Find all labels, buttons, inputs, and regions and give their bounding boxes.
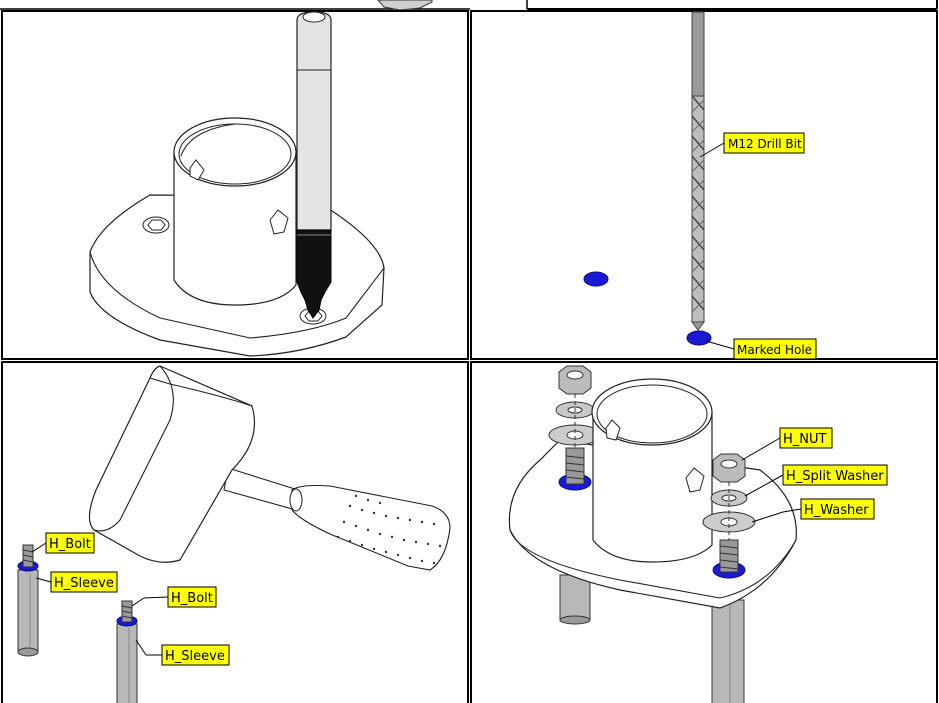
anchor-left [17,544,39,657]
drill-bit-icon [691,11,705,331]
marker-pen-icon [296,11,332,319]
callout-bolt-2: H_Bolt [131,586,217,608]
nut-fragment-icon [377,0,433,11]
panel-assembly: H_NUT H_Split Washer H_Washer [470,361,938,703]
callout-sleeve-1: H_Sleeve [35,571,118,593]
right-hardware-stack [702,453,756,579]
previous-step-strip [0,0,938,11]
split-washer-label: H_Split Washer [786,469,884,484]
sleeve-label-2: H_Sleeve [165,649,225,664]
callout-drill-bit: M12 Drill Bit [699,132,805,158]
anchor-right [116,600,138,703]
assembly-tube-slot-left [605,419,621,441]
washer-label: H_Washer [804,503,869,518]
assembly-tube-slot-right [685,467,705,493]
nut-label: H_NUT [783,432,827,447]
callout-bolt-1: H_Bolt [31,532,95,554]
assembly-tube [592,411,713,563]
marked-hole-label: Marked Hole [737,343,812,357]
panel-drilling: M12 Drill Bit Marked Hole [470,10,938,360]
callout-sleeve-2: H_Sleeve [135,639,230,666]
drill-bit-label: M12 Drill Bit [728,137,802,151]
callout-washer: H_Washer [751,498,875,523]
tube-slot-right [269,209,289,235]
callout-nut: H_NUT [741,427,833,461]
anchor-under-right [711,599,745,703]
callout-split-washer: H_Split Washer [744,464,888,497]
anchor-under-left [559,574,591,625]
mallet-icon [88,365,451,571]
bolt-label-2: H_Bolt [171,591,213,606]
tube-body [173,151,297,306]
marked-hole-right [686,330,712,346]
panel-marking [1,10,469,360]
bolt-label-1: H_Bolt [49,537,91,552]
plate-hole-left [142,216,170,234]
sleeve-label-1: H_Sleeve [54,576,114,591]
tube-slot-left [189,159,205,181]
left-hardware-stack [548,365,602,491]
panel-hammering: H_Bolt H_Sleeve H_Bolt H_Sleeve [1,361,469,703]
marked-hole-left [583,271,609,287]
callout-marked-hole: Marked Hole [705,338,817,360]
